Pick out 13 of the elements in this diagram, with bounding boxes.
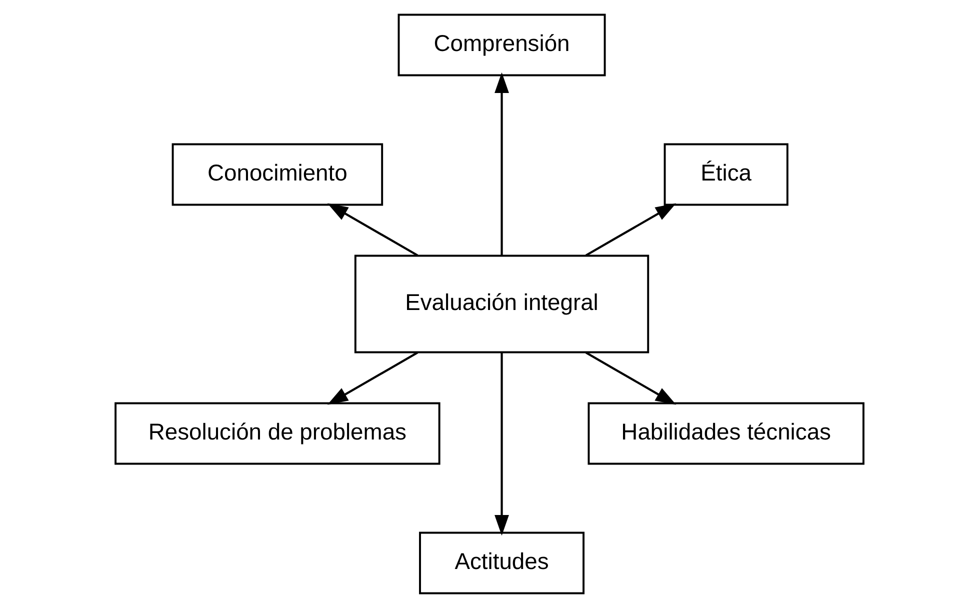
- arrow: [494, 352, 508, 536]
- node-box: Actitudes: [418, 532, 584, 594]
- node-box: Ética: [663, 143, 788, 206]
- arrow: [326, 203, 418, 256]
- node-box: Habilidades técnicas: [587, 402, 864, 465]
- arrow: [494, 72, 508, 256]
- arrow: [326, 352, 418, 405]
- node-box: Evaluación integral: [354, 254, 649, 354]
- node-box: Conocimiento: [171, 143, 383, 206]
- node-box: Resolución de problemas: [114, 402, 440, 465]
- arrow: [584, 203, 676, 256]
- node-box: Comprensión: [397, 14, 606, 76]
- arrow: [584, 352, 676, 405]
